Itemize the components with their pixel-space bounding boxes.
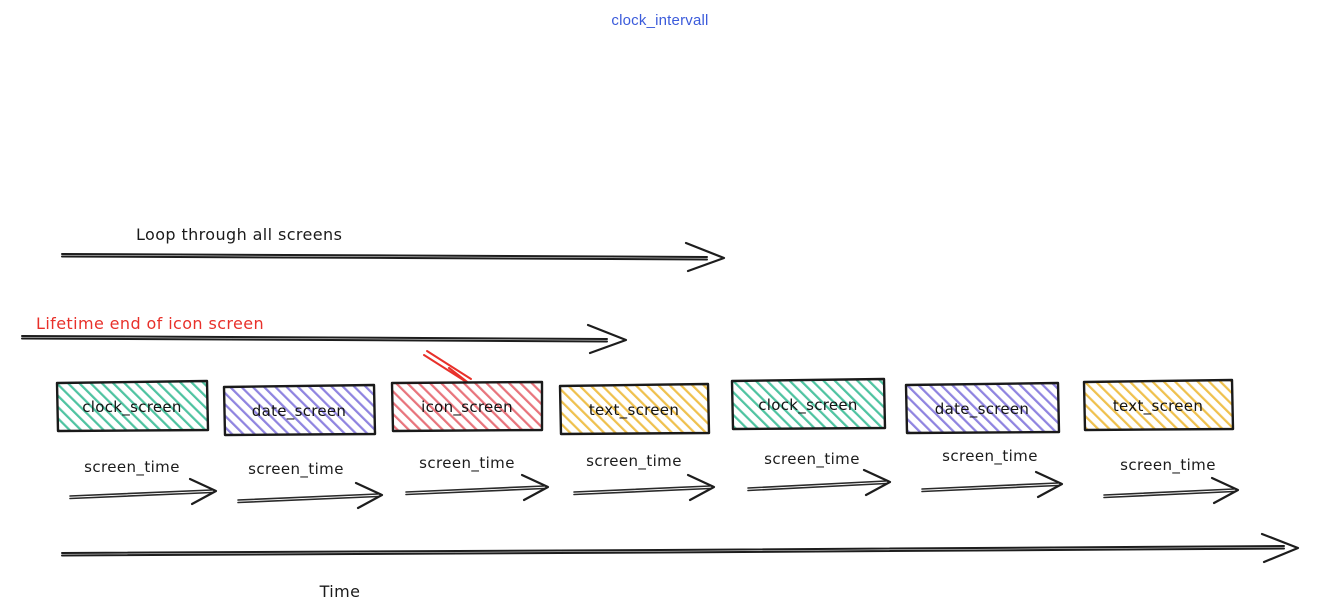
loop-annotation-label: Loop through all screens (136, 225, 342, 244)
duration-arrow-shaft-2 (573, 487, 711, 496)
duration-arrow-shaft (405, 485, 545, 493)
screen-box-outline (904, 381, 1061, 435)
screen-box-fill (392, 382, 542, 430)
icon-screen-pointer-group (423, 350, 473, 388)
screen-box-fill (57, 382, 207, 430)
lifetime-annotation-label: Lifetime end of icon screen (36, 314, 264, 333)
lifetime-axis-line-2 (21, 337, 608, 343)
time-axis-label: Time (319, 582, 361, 601)
lifetime-axis-line (21, 335, 608, 340)
screen-box-label: clock_screen (82, 398, 182, 417)
duration-arrow-shaft-2 (1103, 490, 1235, 499)
lifetime-annotation-group: Lifetime end of icon screen (21, 314, 628, 355)
screen-box-outline (730, 377, 887, 431)
duration-arrow-shaft (237, 493, 379, 501)
screen-box-clock-screen-1[interactable]: clock_screen (55, 379, 210, 433)
duration-arrowhead (1034, 470, 1064, 499)
duration-group-3: screen_time (405, 454, 550, 502)
duration-arrowhead (862, 468, 892, 497)
loop-axis-line (61, 253, 708, 258)
screen-box-outline (55, 379, 210, 433)
screen-box-fill (1084, 381, 1232, 429)
duration-group-6: screen_time (921, 447, 1064, 499)
screen-box-outline (222, 383, 377, 437)
duration-group-5: screen_time (747, 450, 892, 497)
screen-box-label: date_screen (252, 402, 347, 421)
duration-group-4: screen_time (573, 452, 716, 502)
screen-box-outline (1082, 378, 1235, 432)
duration-arrow-shaft (69, 489, 213, 497)
screen-box-label: icon_screen (421, 398, 513, 417)
screen-box-fill (560, 385, 708, 433)
loop-annotation-group: Loop through all screens (61, 225, 726, 273)
duration-label: screen_time (84, 458, 180, 477)
duration-arrowhead (686, 473, 716, 502)
screen-box-icon-screen[interactable]: icon_screen (390, 380, 544, 433)
duration-arrow-shaft-2 (405, 487, 545, 496)
screen-box-outline (558, 382, 711, 436)
screen-box-text-screen-2[interactable]: text_screen (1082, 378, 1235, 432)
duration-arrow-shaft-2 (921, 484, 1059, 493)
screen-box-label: date_screen (935, 400, 1030, 419)
duration-arrowhead (188, 477, 218, 506)
screen-box-fill (906, 384, 1058, 432)
time-axis-line-2 (61, 547, 1285, 557)
screen-box-label: clock_screen (758, 396, 858, 415)
duration-arrowhead (354, 481, 384, 510)
screen-box-date-screen-1[interactable]: date_screen (222, 383, 377, 437)
screen-box-fill (224, 386, 374, 434)
screen-box-text-screen-1[interactable]: text_screen (558, 382, 711, 436)
duration-arrow-shaft (921, 482, 1059, 490)
page-title: clock_intervall (611, 12, 709, 29)
duration-label: screen_time (248, 460, 344, 479)
screen-box-fill (732, 380, 884, 428)
duration-group-7: screen_time (1103, 456, 1240, 505)
duration-arrowhead (1210, 476, 1240, 505)
screen-box-outline (390, 380, 544, 433)
duration-arrow-shaft-2 (747, 482, 887, 492)
screen-box-date-screen-2[interactable]: date_screen (904, 381, 1061, 435)
duration-arrow-shaft-2 (237, 495, 379, 504)
duration-label: screen_time (1120, 456, 1216, 475)
screen-box-clock-screen-2[interactable]: clock_screen (730, 377, 887, 431)
duration-label: screen_time (764, 450, 860, 469)
loop-axis-arrowhead (684, 241, 726, 273)
time-axis-line (61, 545, 1285, 554)
time-axis-group: Time (61, 532, 1300, 601)
duration-arrow-shaft-2 (69, 491, 213, 500)
duration-arrow-shaft (747, 480, 887, 489)
duration-group-2: screen_time (237, 460, 384, 510)
time-axis-arrowhead (1260, 532, 1300, 564)
icon-screen-pointer-shaft-2 (426, 350, 472, 380)
duration-label: screen_time (942, 447, 1038, 466)
duration-arrow-shaft (1103, 488, 1235, 496)
duration-label: screen_time (586, 452, 682, 471)
duration-arrowhead (520, 473, 550, 502)
loop-axis-line-2 (61, 255, 708, 261)
screen-box-label: text_screen (1113, 397, 1203, 416)
duration-label: screen_time (419, 454, 515, 473)
screen-box-label: text_screen (589, 401, 679, 420)
duration-arrow-shaft (573, 485, 711, 493)
duration-group-1: screen_time (69, 458, 218, 506)
lifetime-axis-arrowhead (586, 323, 628, 355)
